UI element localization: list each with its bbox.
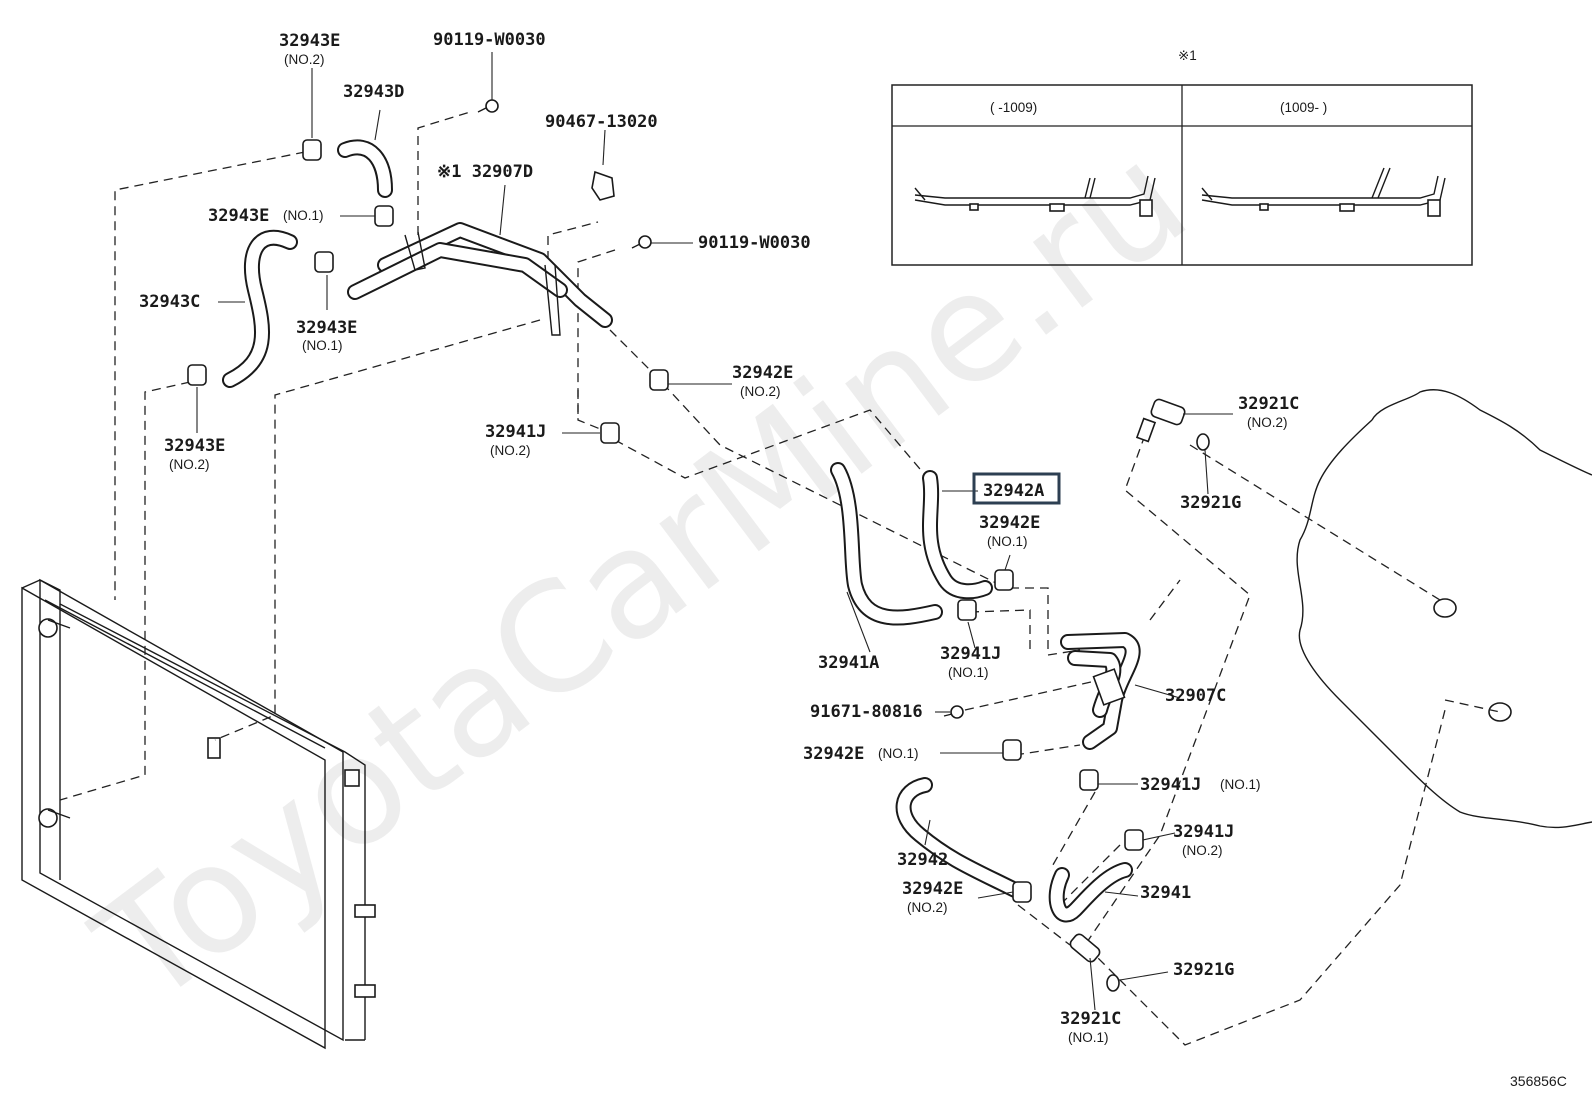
hoses [222, 139, 1141, 923]
radiator-inlet-stub [38, 618, 58, 638]
clip-32942E-no1-a [994, 569, 1014, 591]
label-91671: 91671-80816 [810, 702, 923, 722]
label-32941: 32941 [1140, 883, 1191, 903]
label-32942E-no2-a: 32942E [732, 363, 793, 383]
label-32942E-no2-b: 32942E [902, 879, 963, 899]
assembly-lines [59, 111, 1501, 1046]
leader-lines [196, 52, 1233, 1011]
label-32943C: 32943C [139, 292, 200, 312]
union-32921C-no1 [1069, 933, 1101, 963]
clip-32941J-no1-a [957, 599, 977, 621]
transmission-outline [1296, 389, 1592, 829]
sub-32943E-no1: (NO.1) [283, 208, 324, 223]
label-32942E-no1-a: 32942E [979, 513, 1040, 533]
label-32941A: 32941A [818, 653, 879, 673]
sub-32943E-no2-top: (NO.2) [284, 52, 325, 67]
sub-32941J-no2-b: (NO.2) [1182, 843, 1223, 858]
clip-32943E-no1-b [314, 251, 334, 273]
bolt-91671 [943, 705, 964, 719]
clips [187, 99, 1210, 992]
clip-32941J-no2-a [600, 422, 620, 444]
clamp-90467 [591, 170, 615, 201]
clip-32943E-no1 [374, 205, 394, 227]
label-32943E-no2-top: 32943E [279, 31, 340, 51]
label-32921G-a: 32921G [1180, 493, 1241, 513]
inset-right-pipe [1201, 167, 1446, 217]
sub-32921C-no1: (NO.1) [1068, 1030, 1109, 1045]
inset-marker: ※1 [1178, 48, 1197, 63]
bolt-90119-mid [631, 235, 652, 249]
clip-32941J-no1-b [1079, 769, 1099, 791]
clip-32942E-no1-b [1002, 739, 1022, 761]
clip-32942E-no2-a [649, 369, 669, 391]
label-32942A: 32942A [983, 481, 1044, 501]
label-32907C: 32907C [1165, 686, 1226, 706]
label-32943E-no1: 32943E [208, 206, 269, 226]
label-32941J-no1-b: 32941J [1140, 775, 1201, 795]
inset-left-pipe [914, 175, 1156, 217]
label-32942: 32942 [897, 850, 948, 870]
label-90119-top: 90119-W0030 [433, 30, 546, 50]
figure-code: 356856C [1510, 1073, 1567, 1089]
label-32943E-no2-b: 32943E [164, 436, 225, 456]
radiator [21, 578, 376, 1050]
radiator-outlet-stub [38, 808, 58, 828]
clip-32943E-no2-top [302, 139, 322, 161]
label-32921G-b: 32921G [1173, 960, 1234, 980]
label-32943D: 32943D [343, 82, 404, 102]
trans-port-upper [1433, 598, 1457, 618]
label-32942E-no1-b: 32942E [803, 744, 864, 764]
label-90467: 90467-13020 [545, 112, 658, 132]
sub-32942E-no2-b: (NO.2) [907, 900, 948, 915]
sub-32941J-no2-a: (NO.2) [490, 443, 531, 458]
label-90119-mid: 90119-W0030 [698, 233, 811, 253]
gasket-32921G-a [1196, 433, 1210, 451]
inset-col-left-label: ( -1009) [990, 100, 1037, 115]
highlight-box-32942A [972, 472, 1061, 505]
union-32921C-no2 [1135, 398, 1186, 443]
label-32941J-no2-b: 32941J [1173, 822, 1234, 842]
clip-32943E-no2-b [187, 364, 207, 386]
label-32943E-no1-b: 32943E [296, 318, 357, 338]
sub-32942E-no2-a: (NO.2) [740, 384, 781, 399]
sub-32921C-no2: (NO.2) [1247, 415, 1288, 430]
label-32941J-no1-a: 32941J [940, 644, 1001, 664]
inset-box: ※1 ( -1009) (1009- ) [891, 48, 1473, 266]
sub-32941J-no1-a: (NO.1) [948, 665, 989, 680]
trans-port-lower [1488, 702, 1512, 722]
sub-32943E-no1-b: (NO.1) [302, 338, 343, 353]
watermark: ToyotaCarMine.ru [66, 111, 1218, 1039]
label-32907D: ※1 32907D [437, 162, 533, 182]
gasket-32921G-b [1106, 974, 1120, 992]
sub-32942E-no1-a: (NO.1) [987, 534, 1028, 549]
clip-32941J-no2-b [1124, 829, 1144, 851]
sub-32941J-no1-b: (NO.1) [1220, 777, 1261, 792]
label-32921C-no2: 32921C [1238, 394, 1299, 414]
label-32921C-no1: 32921C [1060, 1009, 1121, 1029]
sub-32942E-no1-b: (NO.1) [878, 746, 919, 761]
label-32941J-no2-a: 32941J [485, 422, 546, 442]
clip-32942E-no2-b [1012, 881, 1032, 903]
sub-32943E-no2-b: (NO.2) [169, 457, 210, 472]
part-labels: 32943E (NO.2) 90119-W0030 32943D 90467-1… [139, 30, 1299, 1045]
bolt-90119-top [477, 99, 499, 113]
inset-col-right-label: (1009- ) [1280, 100, 1327, 115]
